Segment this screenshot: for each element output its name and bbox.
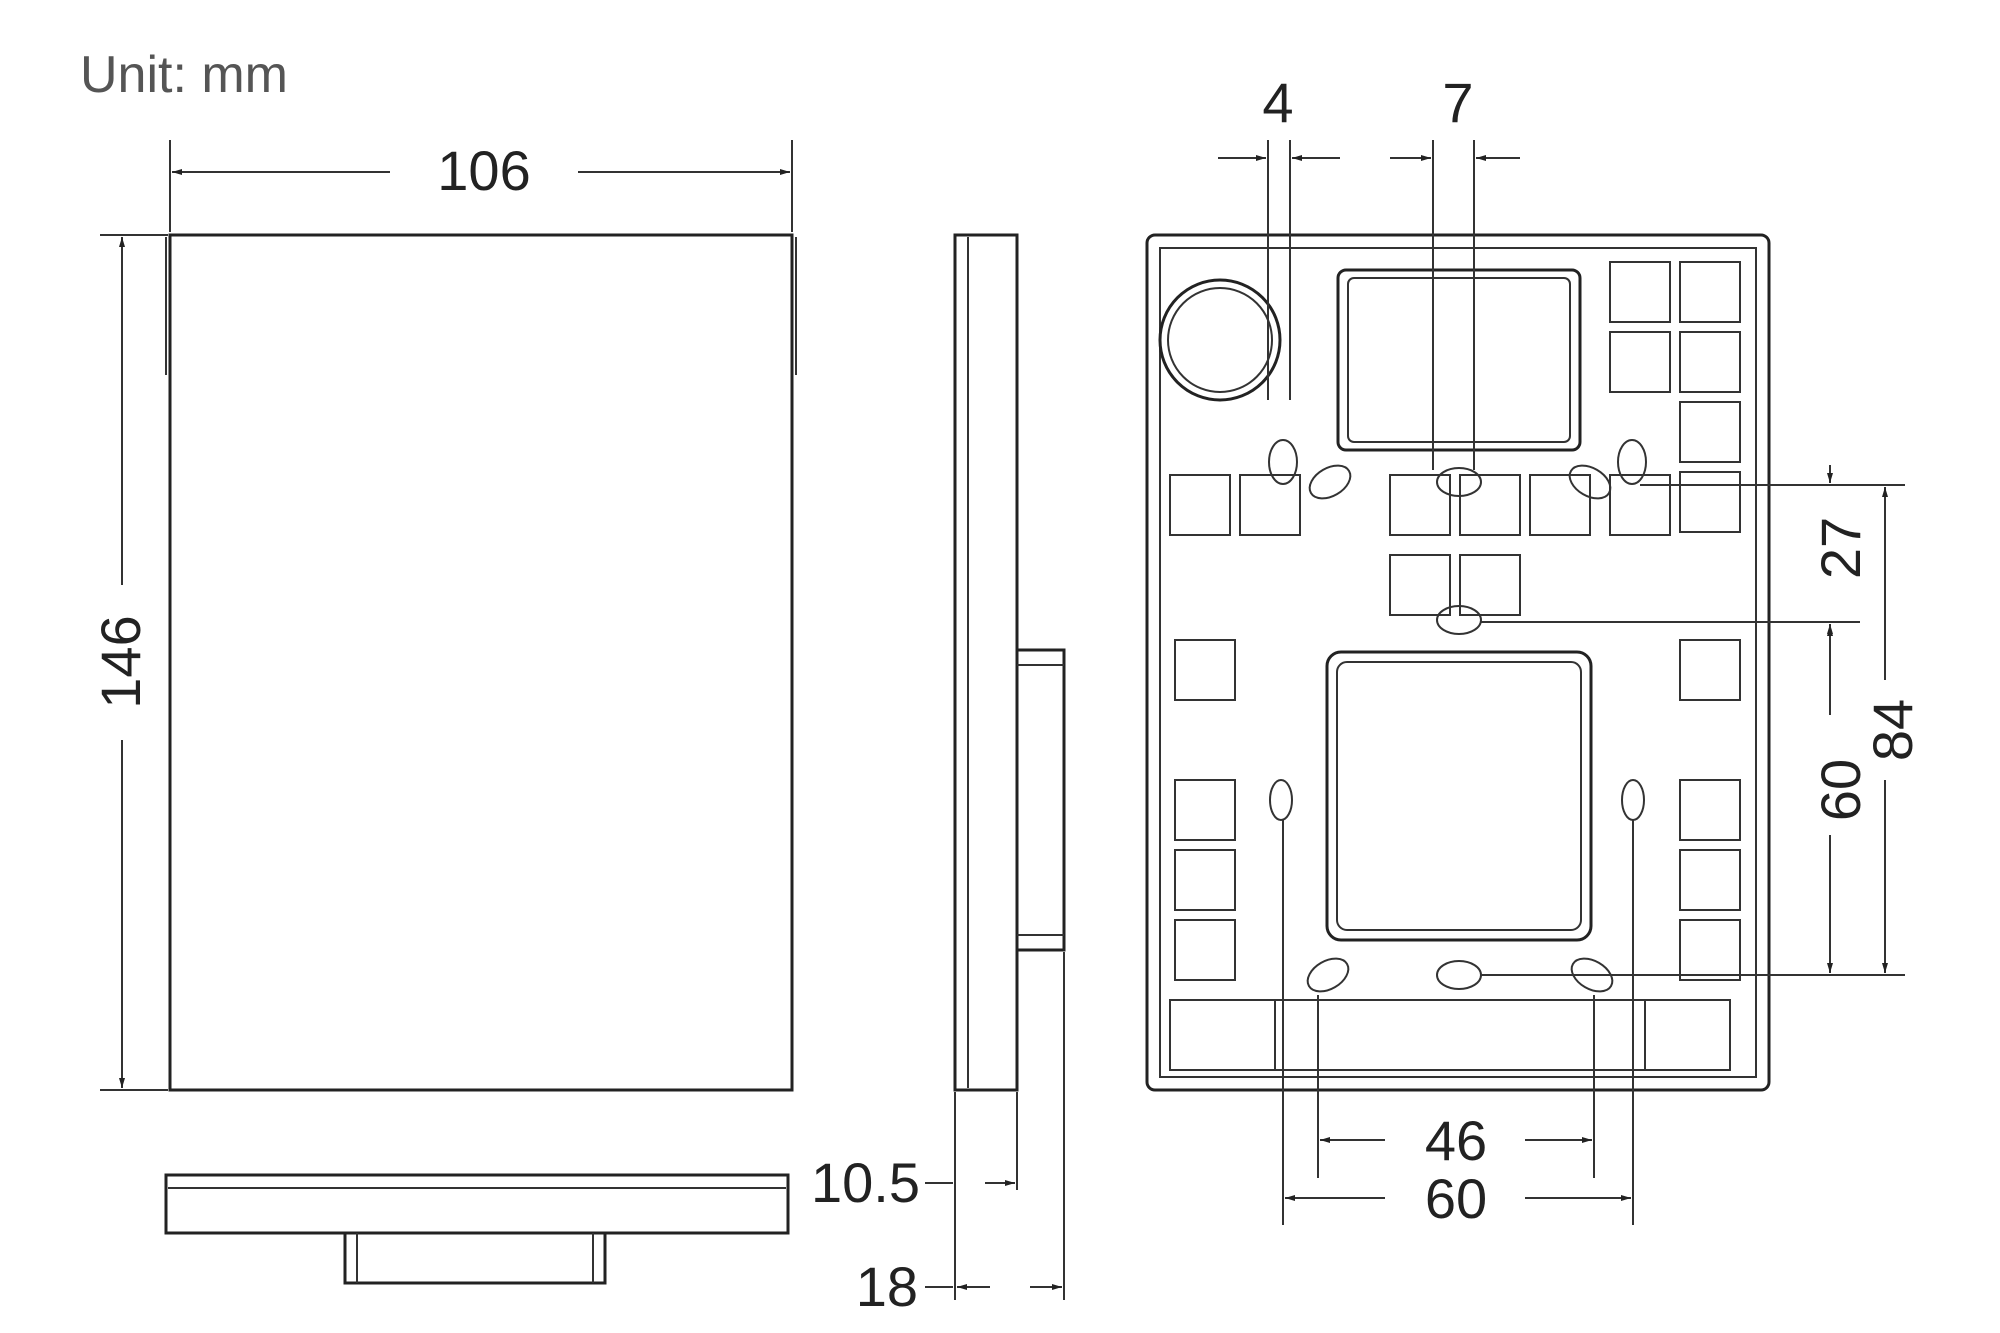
dimension-horizontal-bottom: 46 60 <box>1282 820 1634 1230</box>
slot-b-label: 7 <box>1442 71 1473 134</box>
width-label: 106 <box>437 139 530 202</box>
front-view <box>165 233 797 1092</box>
back-view <box>1145 233 1771 1092</box>
spacing-60-label: 60 <box>1809 759 1872 821</box>
spacing-84-label: 84 <box>1861 699 1924 761</box>
bottom-view <box>164 1173 790 1285</box>
dimension-vertical-right: 27 60 84 <box>1480 465 1924 976</box>
dimension-slot-a: 4 <box>1218 71 1340 400</box>
spacing-60-horizontal-label: 60 <box>1425 1167 1487 1230</box>
height-label: 146 <box>89 615 152 708</box>
unit-label: Unit: mm <box>80 46 288 104</box>
spacing-46-label: 46 <box>1425 1109 1487 1172</box>
depth-front-label: 10.5 <box>811 1151 920 1214</box>
dimension-depth: 10.5 18 <box>811 952 1065 1318</box>
side-view <box>953 233 1066 1092</box>
spacing-27-label: 27 <box>1809 517 1872 579</box>
dimension-slot-b: 7 <box>1390 71 1520 470</box>
slot-a-label: 4 <box>1262 71 1293 134</box>
dimension-height: 146 <box>89 234 168 1091</box>
dimension-width: 106 <box>169 139 793 232</box>
depth-total-label: 18 <box>856 1255 918 1318</box>
